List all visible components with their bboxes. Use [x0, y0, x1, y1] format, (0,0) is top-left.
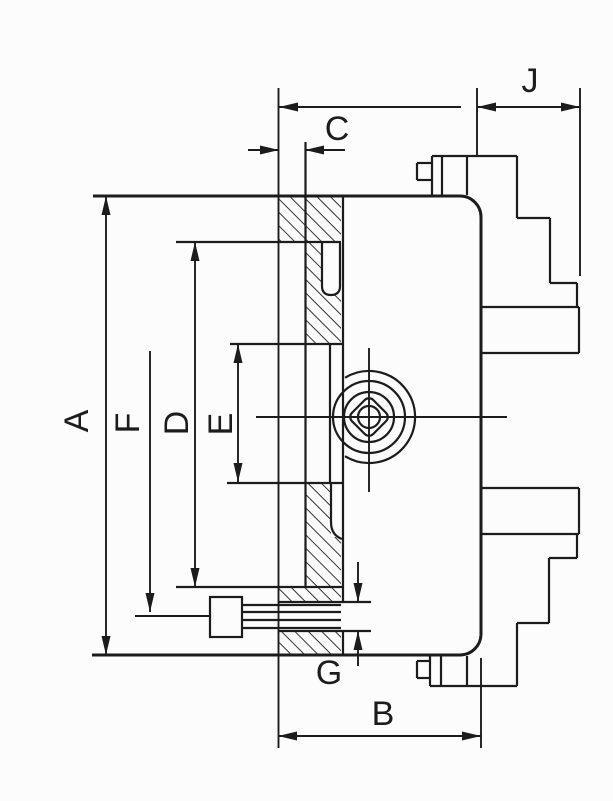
- dimension-label-f: F: [109, 413, 147, 434]
- dimension-label-c: C: [325, 110, 350, 148]
- chuck-body-outline: [92, 194, 483, 657]
- top-jaw: [415, 154, 581, 355]
- dimension-j: J: [476, 62, 581, 276]
- dimension-c: C: [248, 110, 349, 155]
- dimension-e: E: [202, 344, 243, 482]
- dimension-label-e: E: [202, 413, 240, 436]
- dimension-f: F: [109, 351, 155, 612]
- mounting-bolt: [135, 595, 341, 639]
- square-key-socket: [349, 397, 389, 437]
- dimension-label-a: A: [58, 409, 96, 432]
- pinion-boss-circles: [256, 348, 507, 492]
- dimension-a: A: [58, 196, 111, 655]
- dimension-label-d: D: [158, 411, 196, 436]
- dimension-b: B: [278, 658, 482, 748]
- dimension-top: [279, 102, 461, 112]
- dimension-label-j: J: [522, 62, 539, 100]
- backplate-section: [176, 142, 371, 655]
- dimension-d: D: [158, 242, 200, 587]
- dimension-g: G: [316, 562, 363, 692]
- dimension-label-b: B: [372, 695, 395, 733]
- dimension-label-g: G: [316, 654, 342, 692]
- bottom-jaw: [415, 486, 581, 688]
